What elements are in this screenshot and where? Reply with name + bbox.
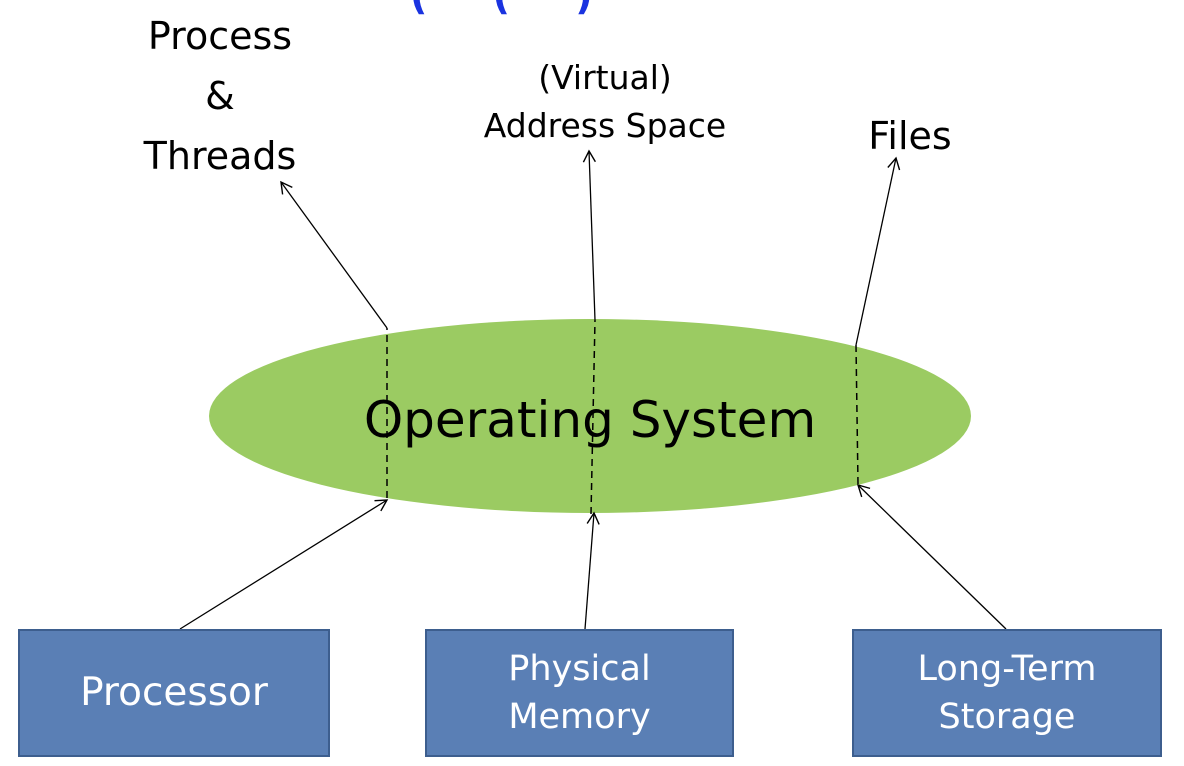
storage-to-os-arrow [856, 483, 1007, 630]
process-threads-label: Process & Threads [120, 6, 320, 186]
memory-dashed-line [590, 319, 596, 515]
long-term-storage-box: Long-Term Storage [852, 629, 1162, 757]
physical-memory-box: Physical Memory [425, 629, 734, 757]
memory-label-line1: Physical [508, 649, 651, 689]
memory-label-line2: Memory [508, 697, 651, 737]
os-label: Operating System [363, 391, 817, 449]
processor-to-os-arrow [179, 499, 389, 630]
os-to-address-space-arrow [582, 149, 596, 321]
process-label-line3: Threads [143, 134, 297, 178]
os-to-process-arrow [280, 180, 388, 329]
address-label-line2: Address Space [483, 106, 727, 145]
address-space-label: (Virtual) Address Space [455, 54, 755, 150]
files-label: Files [868, 114, 952, 158]
os-to-files-arrow [855, 156, 901, 346]
process-label-line2: & [205, 74, 235, 118]
storage-label-line1: Long-Term [917, 649, 1097, 689]
memory-to-os-arrow [584, 511, 600, 630]
processor-label: Processor [80, 670, 268, 715]
address-label-line1: (Virtual) [538, 58, 672, 97]
process-label-line1: Process [147, 14, 293, 58]
storage-label-line2: Storage [938, 697, 1076, 737]
title-fragment: ( ( ) [410, 0, 619, 18]
processor-box: Processor [18, 629, 330, 757]
os-ellipse [209, 319, 971, 513]
